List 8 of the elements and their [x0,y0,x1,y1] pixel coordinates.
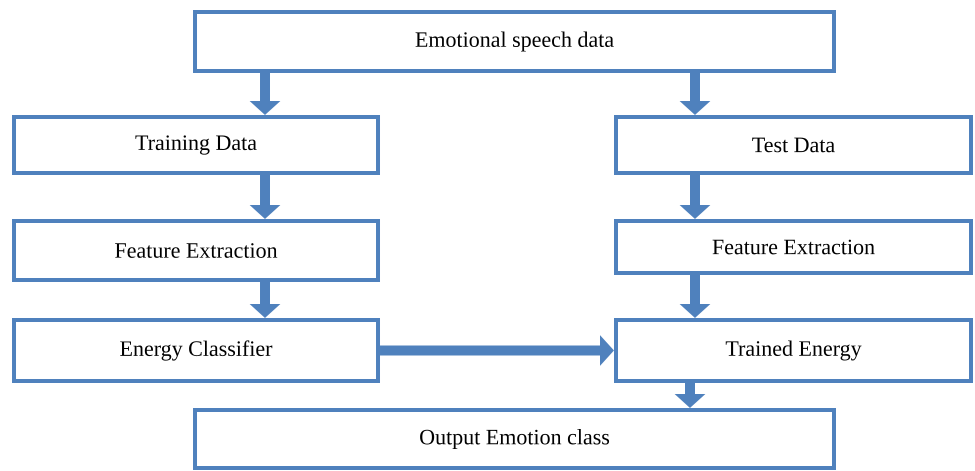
process-box: Output Emotion class [193,408,836,470]
process-box: Test Data [614,115,973,175]
process-box: Training Data [12,115,380,175]
process-box: Emotional speech data [193,10,836,73]
process-box: Trained Energy [614,318,973,383]
process-box: Energy Classifier [12,318,380,383]
process-box: Feature Extraction [614,219,973,275]
process-box: Feature Extraction [12,219,380,282]
